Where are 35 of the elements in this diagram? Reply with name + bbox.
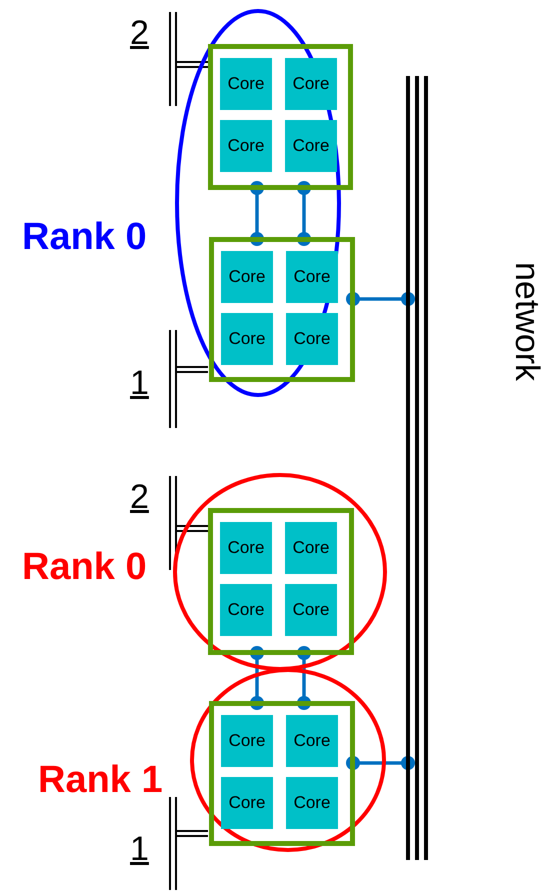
connector-line xyxy=(346,756,415,770)
connector-line xyxy=(346,292,415,306)
core-box: Core xyxy=(286,715,338,767)
level-number: 2 xyxy=(130,16,149,50)
socket-box xyxy=(208,44,353,190)
core-box: Core xyxy=(286,777,338,829)
connector-line xyxy=(297,181,311,246)
core-box: Core xyxy=(286,313,338,365)
core-box: Core xyxy=(220,522,272,574)
rank-label: Rank 1 xyxy=(38,761,163,799)
core-box: Core xyxy=(220,120,272,172)
level-number: 1 xyxy=(130,832,149,866)
socket-box xyxy=(208,508,354,655)
core-box: Core xyxy=(285,120,337,172)
core-box: Core xyxy=(221,313,273,365)
connector-line xyxy=(250,646,264,710)
core-box: Core xyxy=(285,522,337,574)
core-box: Core xyxy=(285,58,337,110)
connector-line xyxy=(297,646,311,710)
core-box: Core xyxy=(285,584,337,636)
socket-box xyxy=(209,701,355,846)
level-number: 2 xyxy=(130,480,149,514)
core-box: Core xyxy=(221,251,273,303)
network-label: network xyxy=(507,262,547,382)
rank-label: Rank 0 xyxy=(22,548,147,586)
core-box: Core xyxy=(220,584,272,636)
network-bus xyxy=(406,76,428,860)
core-box: Core xyxy=(220,58,272,110)
core-box: Core xyxy=(286,251,338,303)
core-box: Core xyxy=(221,715,273,767)
rank-label: Rank 0 xyxy=(22,218,147,256)
level-number: 1 xyxy=(130,366,149,400)
connector-line xyxy=(250,181,264,246)
core-box: Core xyxy=(221,777,273,829)
socket-box xyxy=(209,237,355,382)
